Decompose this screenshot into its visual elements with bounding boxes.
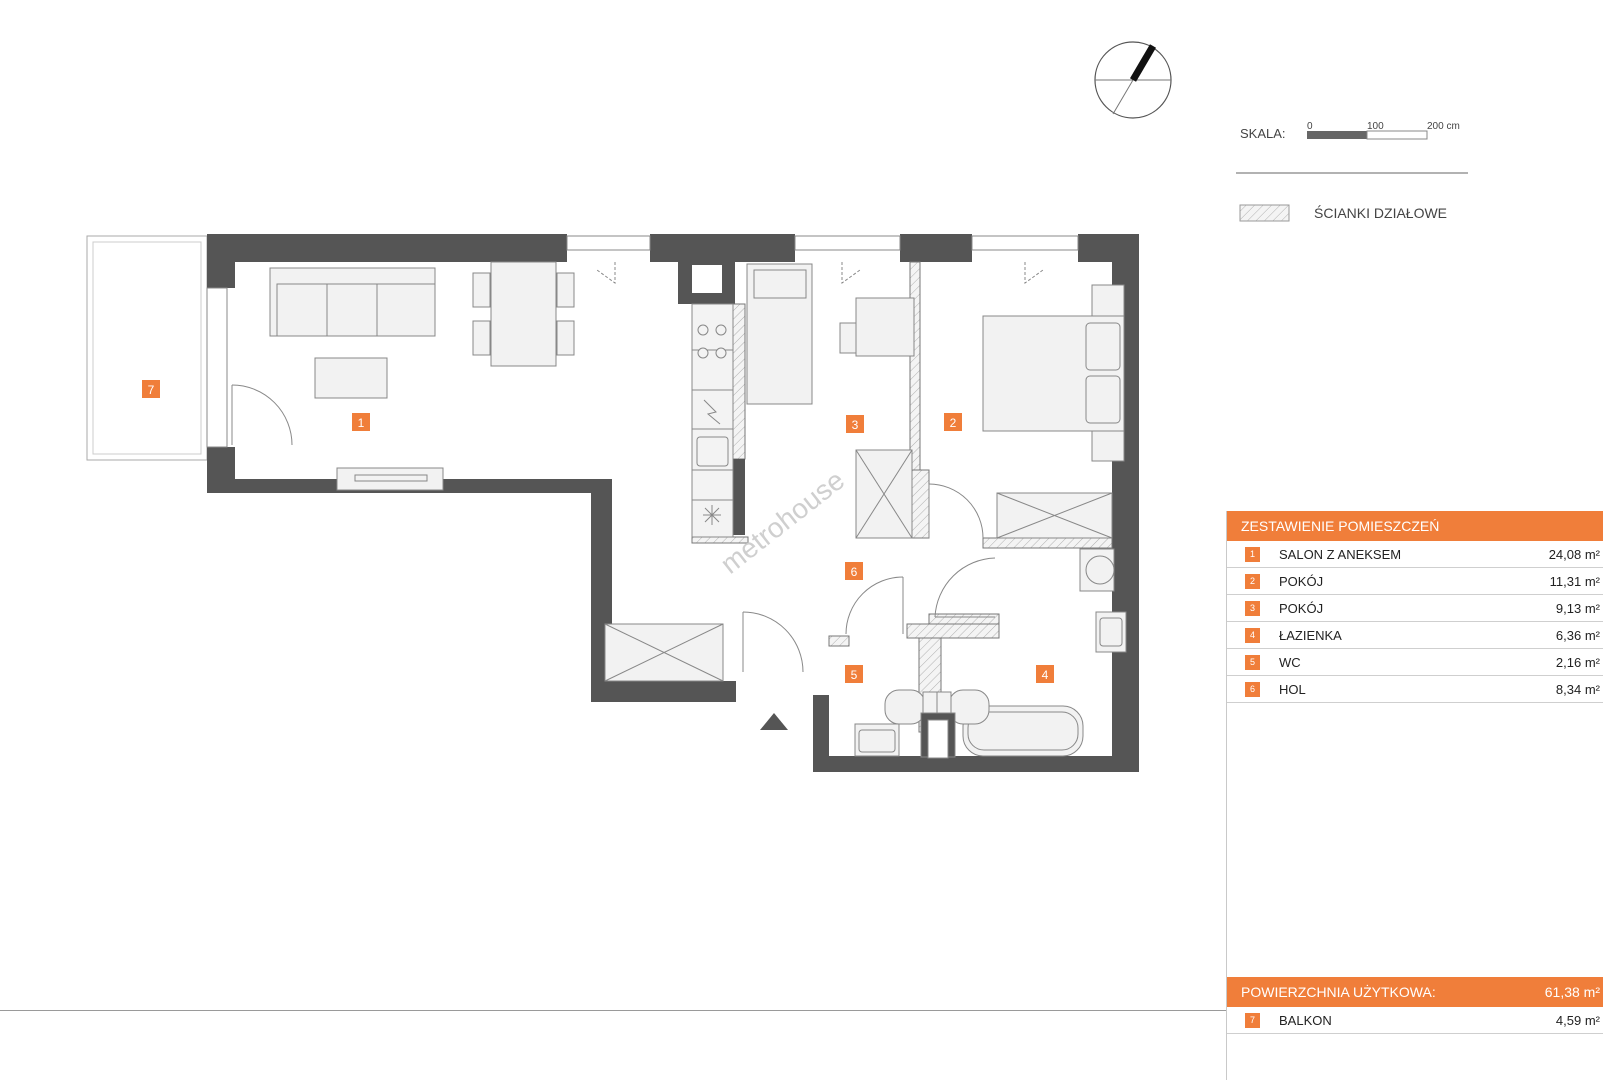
room-label-1: 1 bbox=[352, 413, 370, 431]
scale-tick-0: 0 bbox=[1307, 121, 1313, 132]
scale-bar: SKALA: 0 100 200 cm bbox=[1240, 121, 1460, 141]
summary-row: 3 POKÓJ 9,13 m² bbox=[1227, 595, 1603, 622]
svg-text:1: 1 bbox=[358, 416, 365, 430]
windows bbox=[206, 235, 1079, 448]
row-number: 7 bbox=[1245, 1013, 1260, 1028]
entrance-marker bbox=[760, 713, 788, 730]
summary-rows: 1 SALON Z ANEKSEM 24,08 m² 2 POKÓJ 11,31… bbox=[1227, 541, 1603, 703]
svg-text:2: 2 bbox=[950, 416, 957, 430]
row-area: 4,59 m² bbox=[1555, 1013, 1600, 1028]
row-name: HOL bbox=[1279, 682, 1306, 697]
row-name: SALON Z ANEKSEM bbox=[1279, 547, 1402, 562]
total-header: POWIERZCHNIA UŻYTKOWA: 61,38 m² bbox=[1227, 977, 1603, 1007]
summary-row: 6 HOL 8,34 m² bbox=[1227, 676, 1603, 703]
balcony-row: 7 BALKON 4,59 m² bbox=[1227, 1007, 1603, 1034]
row-area: 2,16 m² bbox=[1555, 655, 1600, 670]
bottom-rule bbox=[0, 1010, 1226, 1011]
room-2-furniture bbox=[982, 284, 1125, 539]
summary-row: 1 SALON Z ANEKSEM 24,08 m² bbox=[1227, 541, 1603, 568]
row-name: POKÓJ bbox=[1279, 601, 1324, 616]
svg-text:7: 7 bbox=[148, 383, 155, 397]
kitchen-counter bbox=[691, 303, 734, 538]
summary-row: 5 WC 2,16 m² bbox=[1227, 649, 1603, 676]
row-number: 6 bbox=[1245, 682, 1260, 697]
room-label-5: 5 bbox=[845, 665, 863, 683]
rooms-summary-panel: ZESTAWIENIE POMIESZCZEŃ 1 SALON Z ANEKSE… bbox=[1226, 511, 1603, 1080]
hall-wardrobe bbox=[604, 623, 724, 682]
summary-row: 2 POKÓJ 11,31 m² bbox=[1227, 568, 1603, 595]
room-label-2: 2 bbox=[944, 413, 962, 431]
row-name: BALKON bbox=[1279, 1013, 1332, 1028]
partition-legend-label: ŚCIANKI DZIAŁOWE bbox=[1314, 204, 1447, 221]
row-area: 11,31 m² bbox=[1549, 574, 1600, 589]
balcony bbox=[86, 235, 208, 461]
room-label-6: 6 bbox=[845, 562, 863, 580]
row-name: POKÓJ bbox=[1279, 574, 1324, 589]
row-area: 8,34 m² bbox=[1555, 682, 1600, 697]
partition-walls bbox=[691, 261, 1113, 733]
summary-row: 4 ŁAZIENKA 6,36 m² bbox=[1227, 622, 1603, 649]
row-name: ŁAZIENKA bbox=[1279, 628, 1342, 643]
bathroom-fixtures bbox=[854, 548, 1127, 759]
row-number: 5 bbox=[1245, 655, 1260, 670]
row-number: 3 bbox=[1245, 601, 1260, 616]
room-label-7: 7 bbox=[142, 380, 160, 398]
total-value: 61,38 m² bbox=[1544, 984, 1600, 1000]
room-label-4: 4 bbox=[1036, 665, 1054, 683]
row-number: 1 bbox=[1245, 547, 1260, 562]
svg-text:5: 5 bbox=[851, 668, 858, 682]
total-label: POWIERZCHNIA UŻYTKOWA: bbox=[1241, 984, 1436, 1000]
room-3-furniture bbox=[746, 263, 915, 539]
svg-text:4: 4 bbox=[1042, 668, 1049, 682]
scale-label: SKALA: bbox=[1240, 126, 1286, 141]
summary-title: ZESTAWIENIE POMIESZCZEŃ bbox=[1241, 518, 1440, 534]
room-label-3: 3 bbox=[846, 415, 864, 433]
compass-icon bbox=[1094, 41, 1172, 119]
row-area: 24,08 m² bbox=[1548, 547, 1600, 562]
row-area: 9,13 m² bbox=[1555, 601, 1600, 616]
row-number: 2 bbox=[1245, 574, 1260, 589]
scale-tick-100: 100 bbox=[1367, 121, 1384, 132]
scale-tick-200: 200 cm bbox=[1427, 121, 1460, 132]
total-block: POWIERZCHNIA UŻYTKOWA: 61,38 m² 7 BALKON… bbox=[1227, 977, 1603, 1034]
row-name: WC bbox=[1279, 655, 1301, 670]
svg-text:3: 3 bbox=[852, 418, 859, 432]
partition-swatch bbox=[1239, 204, 1290, 222]
living-room-furniture bbox=[269, 261, 575, 491]
row-area: 6,36 m² bbox=[1555, 628, 1600, 643]
svg-text:6: 6 bbox=[851, 565, 858, 579]
row-number: 4 bbox=[1245, 628, 1260, 643]
doors bbox=[231, 262, 1044, 673]
summary-header: ZESTAWIENIE POMIESZCZEŃ bbox=[1227, 511, 1603, 541]
